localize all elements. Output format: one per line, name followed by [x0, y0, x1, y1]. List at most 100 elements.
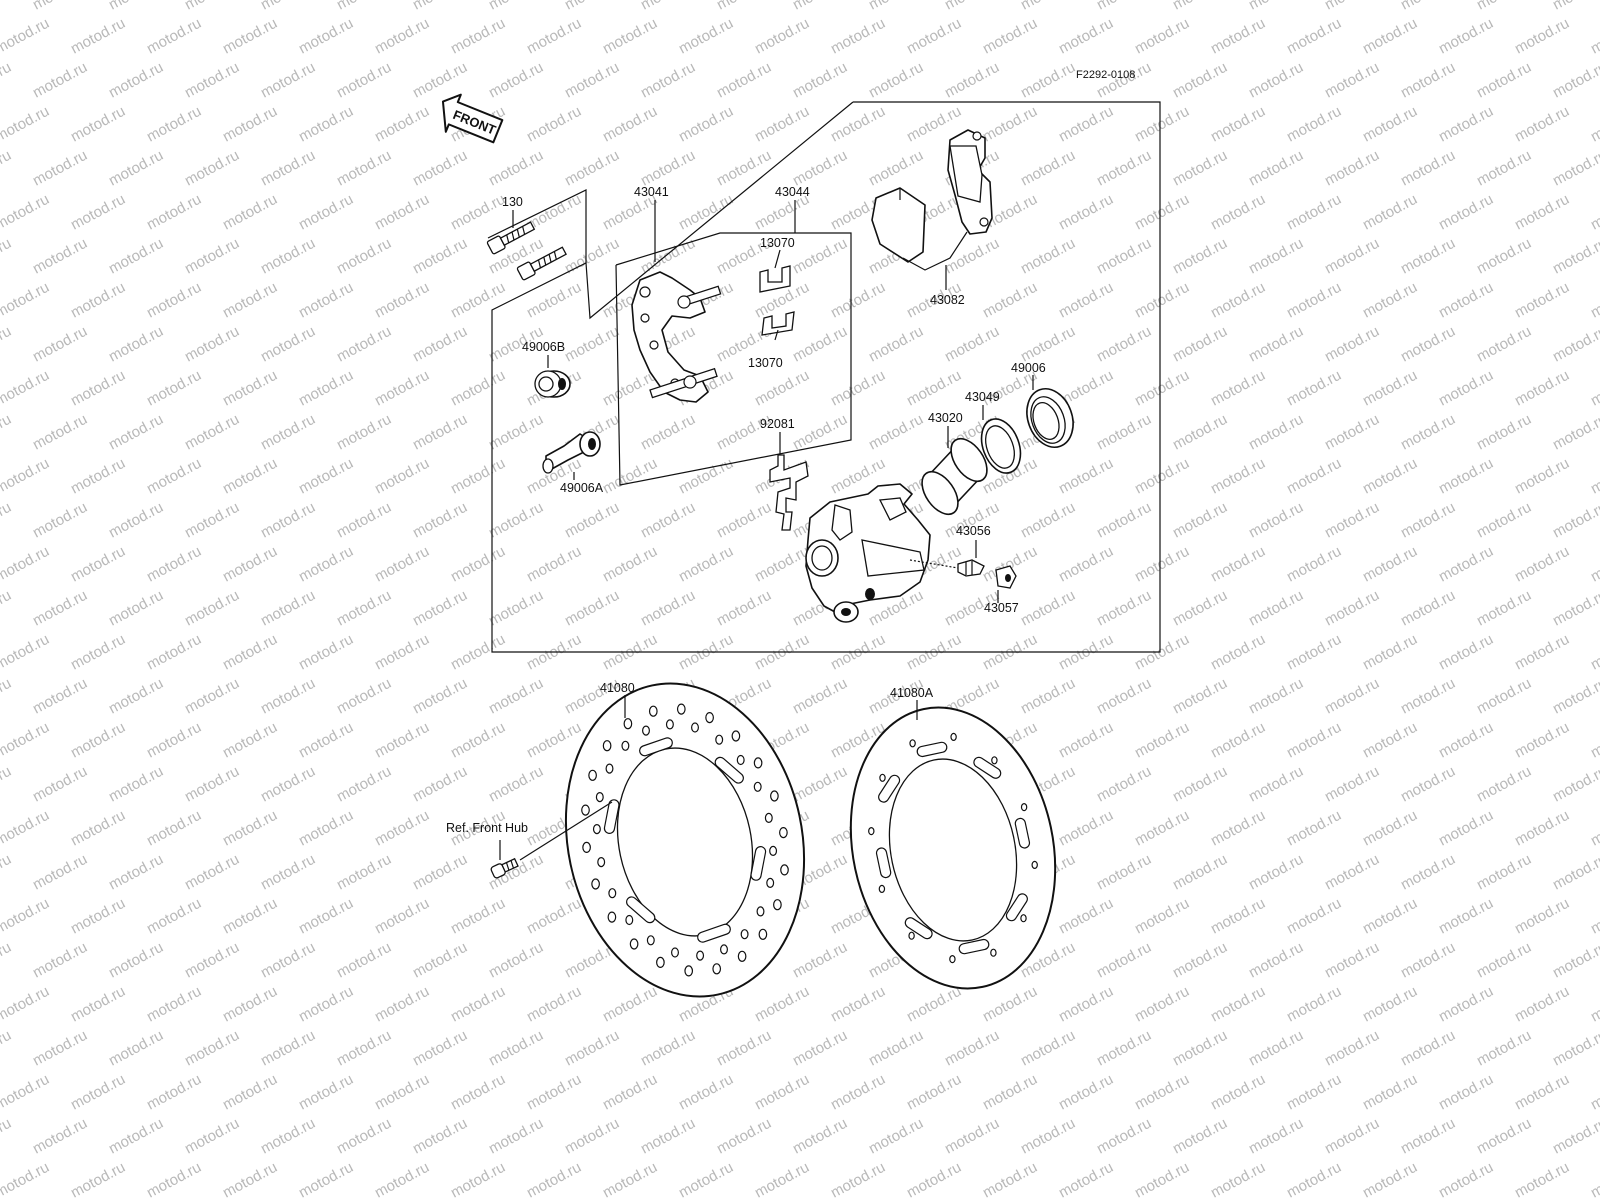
- label-92081: 92081: [760, 417, 795, 431]
- disc-hole: [625, 914, 634, 926]
- disc-hole: [753, 781, 762, 792]
- disc-hole: [591, 878, 600, 890]
- pin-49006A: [542, 431, 601, 474]
- disc-hole: [676, 703, 686, 715]
- label-43082: 43082: [930, 293, 965, 307]
- label-49006: 49006: [1011, 361, 1046, 375]
- disc-hole: [581, 804, 590, 816]
- brake-pads-43082: [871, 129, 993, 263]
- disc-hole: [607, 911, 617, 923]
- disc-hole: [1020, 802, 1028, 812]
- disc-hole: [878, 884, 886, 894]
- disc-slot: [639, 737, 673, 757]
- disc-hole: [588, 769, 597, 781]
- dust-seal-49006: [1026, 388, 1074, 448]
- disc-hole: [696, 950, 705, 961]
- disc-hole: [769, 845, 778, 857]
- disc-hole: [656, 956, 665, 969]
- disc-hole: [753, 757, 763, 769]
- disc-slot: [750, 846, 767, 881]
- disc-hole: [990, 948, 997, 957]
- disc-hole: [646, 935, 655, 946]
- disc-hole: [720, 944, 728, 955]
- piston-43020: [921, 437, 988, 516]
- disc-slot: [878, 774, 901, 803]
- disc-hole: [740, 929, 749, 940]
- disc-hole: [665, 719, 674, 730]
- label-13070-bottom: 13070: [748, 356, 783, 370]
- disc-hole: [950, 732, 957, 742]
- disc-hole: [642, 725, 650, 736]
- disc-slot: [1005, 893, 1028, 922]
- disc-hole: [773, 899, 782, 911]
- disc-hole: [715, 734, 724, 745]
- disc-hole: [908, 931, 915, 940]
- label-130: 130: [502, 195, 523, 209]
- disc-slot: [916, 741, 948, 758]
- disc-hole: [595, 791, 604, 803]
- disc-slot: [973, 756, 1002, 779]
- disc-slot: [1014, 817, 1031, 849]
- caliper-assembly-outline: [491, 101, 1161, 653]
- disc-hole: [671, 947, 679, 958]
- boot-49006B: [534, 370, 571, 398]
- disc-hole: [737, 950, 747, 962]
- label-41080A: 41080A: [890, 686, 934, 700]
- label-43056: 43056: [956, 524, 991, 538]
- disc-hole: [766, 877, 775, 889]
- label-43057: 43057: [984, 601, 1019, 615]
- disc-hole: [868, 826, 875, 836]
- disc-hole: [909, 739, 916, 748]
- disc-hole: [764, 812, 773, 824]
- disc-hole: [691, 722, 699, 733]
- brake-disc-41080A: [849, 706, 1057, 990]
- caliper-holder-43041: [631, 271, 722, 403]
- disc-hole: [605, 763, 614, 774]
- disc-hole: [621, 740, 630, 751]
- disc-hole: [597, 856, 606, 868]
- disc-screw: [490, 857, 519, 879]
- holder-assembly-outline: [615, 232, 852, 486]
- label-49006A: 49006A: [560, 481, 604, 495]
- disc-hole: [712, 963, 722, 975]
- brake-disc-41080: [564, 682, 806, 998]
- disc-hole: [736, 754, 745, 766]
- spring-13070-bottom: [761, 311, 795, 336]
- disc-hole: [684, 965, 694, 977]
- diagram-code: F2292-0108: [1076, 69, 1135, 81]
- disc-hole: [780, 864, 789, 876]
- disc-hole: [582, 841, 591, 854]
- spring-13070-top: [759, 265, 791, 293]
- bolt-group-line: [487, 189, 587, 263]
- disc-hole: [592, 823, 601, 835]
- disc-slot: [904, 917, 933, 940]
- disc-hole: [623, 718, 633, 730]
- bleed-cap-43057: [995, 565, 1017, 589]
- bolt-130: [486, 221, 567, 281]
- label-43041: 43041: [634, 185, 669, 199]
- disc-hole: [705, 711, 714, 724]
- label-43020: 43020: [928, 411, 963, 425]
- disc-slot: [714, 756, 744, 784]
- disc-hole: [770, 790, 779, 802]
- front-arrow-icon: FRONT: [441, 93, 504, 144]
- label-41080: 41080: [600, 681, 635, 695]
- disc-hole: [756, 906, 765, 917]
- label-13070-top: 13070: [760, 236, 795, 250]
- caliper-body: [805, 483, 931, 623]
- disc-hole: [731, 730, 741, 742]
- disc-hole: [779, 826, 788, 839]
- disc-hole: [608, 888, 617, 899]
- label-49006B: 49006B: [522, 340, 565, 354]
- disc-hole: [629, 938, 639, 950]
- disc-hole: [1031, 860, 1038, 870]
- disc-hole: [991, 756, 998, 765]
- ref-front-hub-label: Ref. Front Hub: [446, 821, 528, 835]
- disc-slot: [626, 896, 656, 924]
- disc-hole: [879, 773, 886, 782]
- disc-hole: [602, 740, 612, 752]
- disc-slot: [875, 847, 892, 879]
- disc-hole: [758, 928, 768, 940]
